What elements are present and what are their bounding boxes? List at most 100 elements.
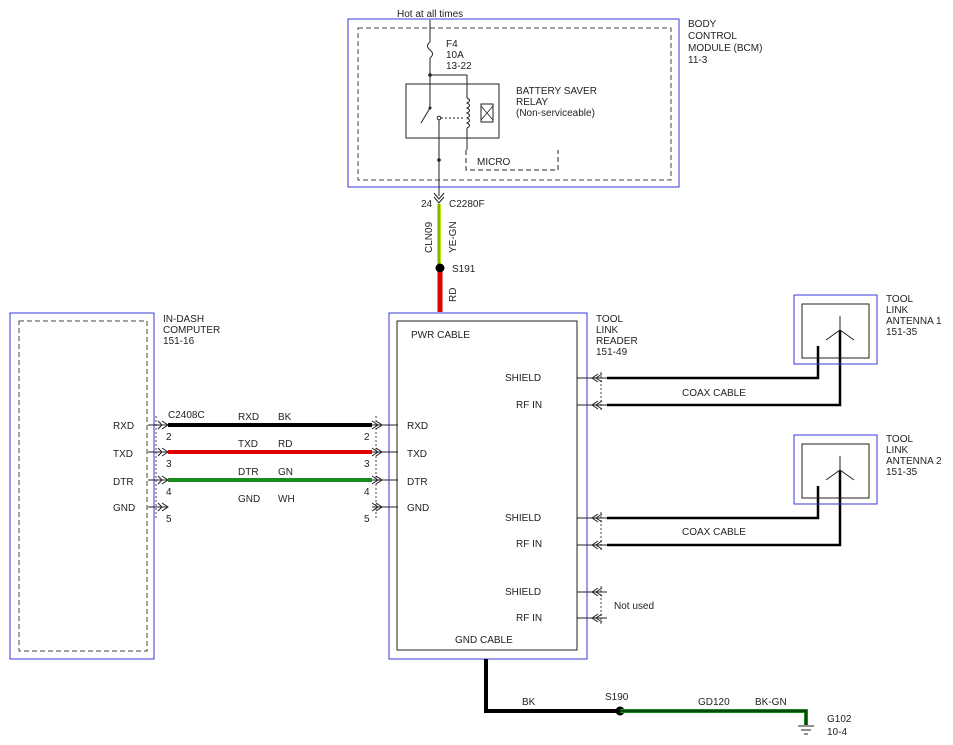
fuse-name: F4 [446,39,458,50]
antenna2-title-2: LINK [886,445,909,456]
reader-terminal-rxd [371,420,398,430]
reader-title-1: TOOL [596,314,623,325]
antenna2-title-3: ANTENNA 2 [886,456,942,467]
computer-title-3: 151-16 [163,336,195,347]
reader-rfin-2: RF IN [516,539,542,550]
relay-label-3: (Non-serviceable) [516,108,595,119]
antenna1-inner [801,303,870,359]
battery-saver-relay-box [405,83,500,139]
coax2-rfin-terminal [577,540,607,550]
wire-rxd-color: BK [278,412,292,423]
reader-pin-num-2: 2 [364,432,370,443]
computer-border [9,312,155,660]
computer-pin-num-3: 3 [166,459,172,470]
reader-terminal-gnd [371,502,398,512]
computer-pin-dtr: DTR [113,477,134,488]
relay-label-1: BATTERY SAVER [516,86,597,97]
coax2-shield-wire [607,486,820,520]
s191-wire-color: RD [448,288,459,302]
reader-pin-num-4: 4 [364,487,370,498]
relay-switch-blade [420,107,431,124]
coax1-shield-wire [607,346,820,380]
computer-dashed-inner [18,320,148,652]
reader-pin-rxd: RXD [407,421,428,432]
bcm-dashed-inner [357,27,672,181]
computer-pin-num-2: 2 [166,432,172,443]
coax2-label: COAX CABLE [682,527,746,538]
bcm-pin-number: 24 [421,199,433,210]
g102-label: G102 [827,714,852,725]
computer-terminals [148,420,169,512]
antenna2-icon [825,456,855,481]
cln09-color-label: YE-GN [448,221,459,253]
gd120-color: BK-GN [755,697,787,708]
reader-rfin-1: RF IN [516,400,542,411]
in-dash-computer: IN-DASH COMPUTER 151-16 RXD TXD DTR GND … [9,312,220,660]
g102-ref: 10-4 [827,727,847,738]
fuse-ref: 13-22 [446,61,472,72]
relay-diode-icon [480,105,494,121]
micro-label: MICRO [477,157,511,168]
ground-wire-bk [484,659,620,713]
reader-pin-gnd: GND [407,503,429,514]
unused-rfin-terminal [577,613,607,623]
coax2-rfin-wire [607,470,842,547]
computer-pin-gnd: GND [113,503,135,514]
reader-pin-txd: TXD [407,449,427,460]
bcm-title-2: CONTROL [688,31,737,42]
computer-terminal-dtr [148,475,169,485]
antenna1-icon [825,316,855,341]
reader-title-3: READER [596,336,638,347]
not-used-label: Not used [614,601,654,612]
fuse-rating: 10A [446,50,464,61]
wire-rxd-signal: RXD [238,412,259,423]
c2280f-connector-icon [433,192,445,200]
reader-inner [396,320,578,651]
micro-dashed-box [465,150,559,171]
bcm-border [347,18,680,188]
reader-pin-dtr: DTR [407,477,428,488]
computer-terminal-rxd [148,420,169,430]
antenna2-inner [801,443,870,499]
computer-connector-label: C2408C [168,410,205,421]
c2280f-connector-icon-2 [433,196,445,204]
bcm-title-4: 11-3 [688,55,708,66]
ground-wire-bk-gn [620,709,808,725]
reader-title-4: 151-49 [596,347,628,358]
pwr-cable-label: PWR CABLE [411,330,470,341]
relay-diode-box [480,103,494,123]
antenna1-title-2: LINK [886,305,909,316]
gd120-label: GD120 [698,697,730,708]
antenna2-title-4: 151-35 [886,467,918,478]
computer-pin-num-4: 4 [166,487,172,498]
reader-terminal-txd [371,447,398,457]
tool-link-reader: TOOL LINK READER 151-49 PWR CABLE GND CA… [364,312,654,660]
bcm-power-label: Hot at all times [397,9,463,20]
antenna1-title-4: 151-35 [886,327,918,338]
bcm-title-1: BODY [688,19,717,30]
bcm-connector-label: C2280F [449,199,485,210]
wire-dtr-color: GN [278,467,293,478]
antenna1-title-3: ANTENNA 1 [886,316,942,327]
computer-pin-txd: TXD [113,449,133,460]
reader-shield-1: SHIELD [505,373,541,384]
computer-pin-rxd: RXD [113,421,134,432]
reader-rfin-3: RF IN [516,613,542,624]
wire-txd-signal: TXD [238,439,258,450]
gnd-cable-label: GND CABLE [455,635,513,646]
antenna2-border [793,434,878,505]
reader-pin-num-3: 3 [364,459,370,470]
wire-gnd-signal: GND [238,494,260,505]
cln09-circuit-label: CLN09 [424,221,435,253]
ground-symbol-icon [798,725,814,735]
fuse-symbol [427,41,433,59]
switch-contact [436,115,442,121]
reader-left-terminals [371,420,398,512]
reader-shield-3: SHIELD [505,587,541,598]
reader-right-terminals [577,372,607,626]
s191-label: S191 [452,264,476,275]
bcm-module: BODY CONTROL MODULE (BCM) 11-3 Hot at al… [347,9,762,210]
switch-pivot [428,106,432,110]
coax2-shield-terminal [577,513,607,523]
